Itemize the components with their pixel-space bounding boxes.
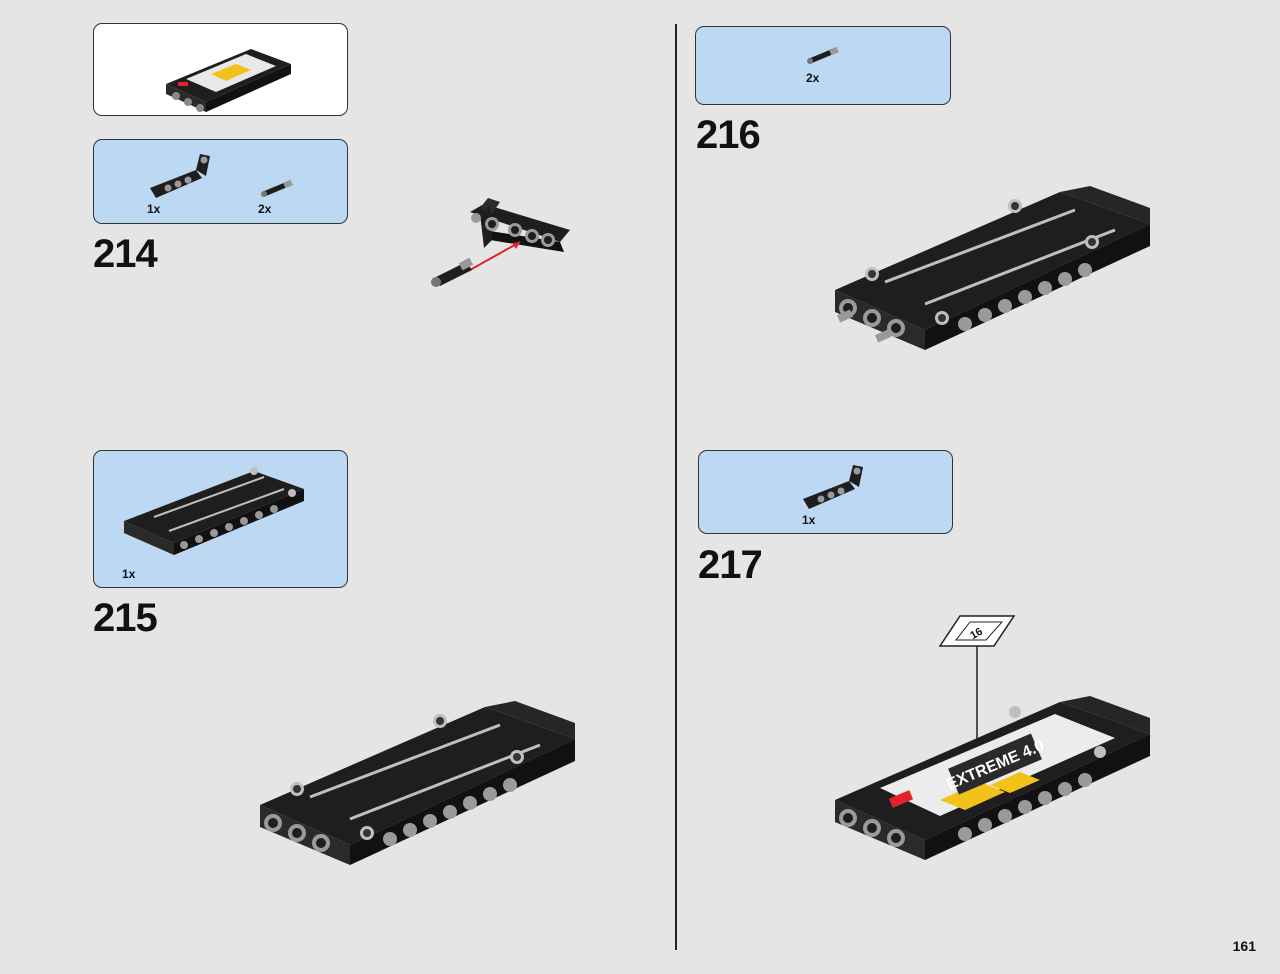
- parts-list-step-215: 1x: [93, 450, 348, 588]
- sticker-callout: 16: [938, 615, 1016, 808]
- technic-panel-plate-icon: [124, 467, 304, 555]
- page-divider: [675, 24, 677, 950]
- step-number: 216: [696, 113, 761, 157]
- part-qty: 2x: [806, 71, 820, 85]
- parts-list-step-214: 1x 2x: [93, 139, 348, 224]
- part-qty: 1x: [802, 513, 816, 527]
- step-number: 217: [698, 543, 763, 587]
- bent-liftarm-icon: [803, 465, 863, 509]
- step-number: 215: [93, 596, 158, 640]
- step-214-assembly-illustration: [431, 198, 570, 287]
- parts-list-step-217: 1x: [698, 450, 953, 534]
- subassembly-callout: [93, 23, 348, 116]
- step-216-assembly-illustration: [835, 186, 1150, 350]
- parts-list-step-216: 2x: [695, 26, 951, 105]
- bent-liftarm-icon: [150, 154, 210, 198]
- subassembly-illustration: [166, 49, 291, 112]
- step-number: 214: [93, 232, 158, 276]
- page-number: 161: [1232, 938, 1256, 954]
- sticker-number: 16: [968, 626, 985, 643]
- axle-pin-connector-icon: [261, 179, 293, 197]
- step-217-assembly-illustration: EXTREME 4.0: [835, 696, 1150, 860]
- part-qty: 1x: [122, 567, 136, 581]
- step-215-assembly-illustration: [260, 701, 575, 865]
- part-qty: 1x: [147, 202, 161, 216]
- axle-pin-connector-icon: [807, 46, 839, 64]
- part-qty: 2x: [258, 202, 272, 216]
